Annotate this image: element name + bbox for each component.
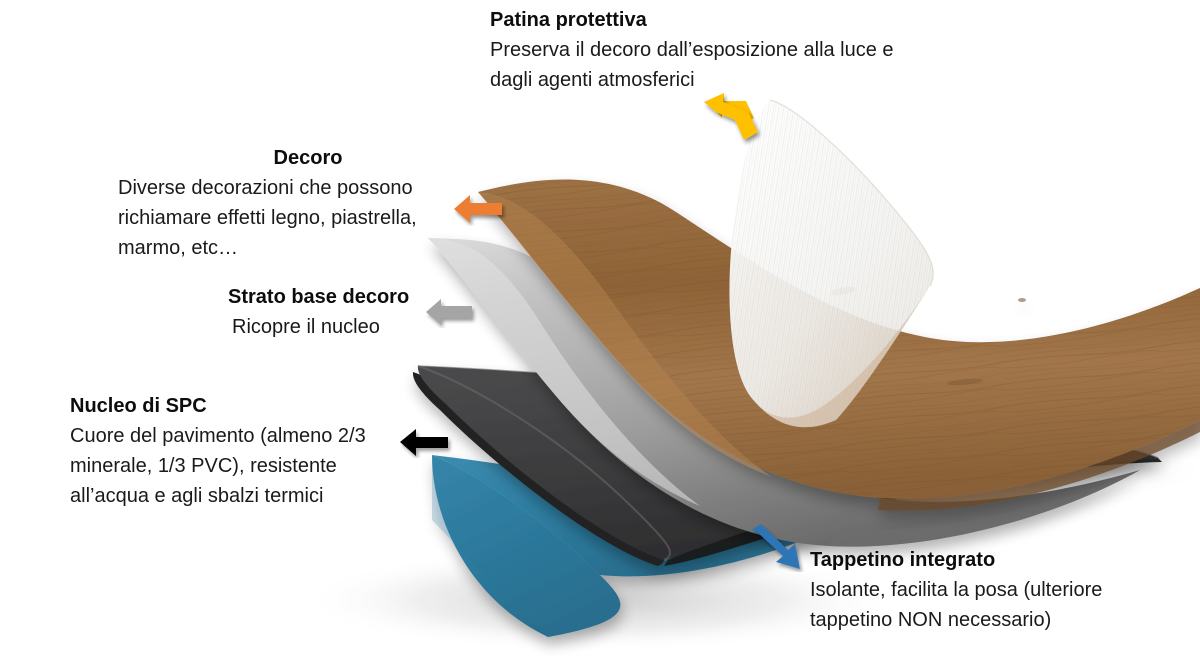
layer-strato-base-decoro — [428, 238, 1140, 547]
callout-line: dagli agenti atmosferici — [490, 69, 695, 91]
callout-title-nucleo: Nucleo di SPC — [70, 395, 207, 417]
callout-line: tappetino NON necessario) — [810, 609, 1052, 631]
arrow-nucleo-spc — [400, 429, 448, 456]
callout-strato-base-decoro: Strato base decoro Ricopre il nucleo — [228, 283, 438, 342]
callout-body-nucleo: Cuore del pavimento (almeno 2/3 minerale… — [70, 421, 410, 511]
arrow-decoro — [454, 195, 502, 223]
callout-line: marmo, etc… — [118, 237, 239, 259]
callout-line: Diverse decorazioni che possono — [118, 177, 413, 199]
arrow-strato-base-decoro — [426, 299, 472, 325]
callout-title-strato: Strato base decoro — [228, 286, 410, 308]
arrow-patina-shape — [704, 93, 758, 140]
callout-body-tappetino: Isolante, facilita la posa (ulteriore ta… — [810, 575, 1170, 635]
arrow-tappetino-integrato — [751, 524, 800, 569]
callout-line: Preserva il decoro dall’esposizione alla… — [490, 39, 894, 61]
callout-line: Isolante, facilita la posa (ulteriore — [810, 579, 1103, 601]
callout-title-tappetino: Tappetino integrato — [810, 549, 996, 571]
callout-decoro: Decoro Diverse decorazioni che possono r… — [118, 144, 458, 263]
callout-line: minerale, 1/3 PVC), resistente — [70, 455, 337, 477]
ground-shadow-right — [750, 434, 1200, 506]
callout-body-strato: Ricopre il nucleo — [228, 312, 438, 342]
callout-title-patina: Patina protettiva — [490, 9, 647, 31]
callout-nucleo-spc: Nucleo di SPC Cuore del pavimento (almen… — [70, 392, 410, 511]
callout-patina-protettiva: Patina protettiva Preserva il decoro dal… — [490, 6, 960, 95]
callout-line: richiamare effetti legno, piastrella, — [118, 207, 417, 229]
callout-body-decoro: Diverse decorazioni che possono richiama… — [118, 173, 458, 263]
callout-tappetino-integrato: Tappetino integrato Isolante, facilita l… — [810, 546, 1170, 635]
callout-title-decoro: Decoro — [273, 147, 343, 169]
callout-line: Cuore del pavimento (almeno 2/3 — [70, 425, 366, 447]
callout-body-patina: Preserva il decoro dall’esposizione alla… — [490, 35, 960, 95]
callout-line: all’acqua e agli sbalzi termici — [70, 485, 324, 507]
callout-line: Ricopre il nucleo — [232, 316, 380, 338]
layer-decoro-wood — [478, 179, 1200, 511]
